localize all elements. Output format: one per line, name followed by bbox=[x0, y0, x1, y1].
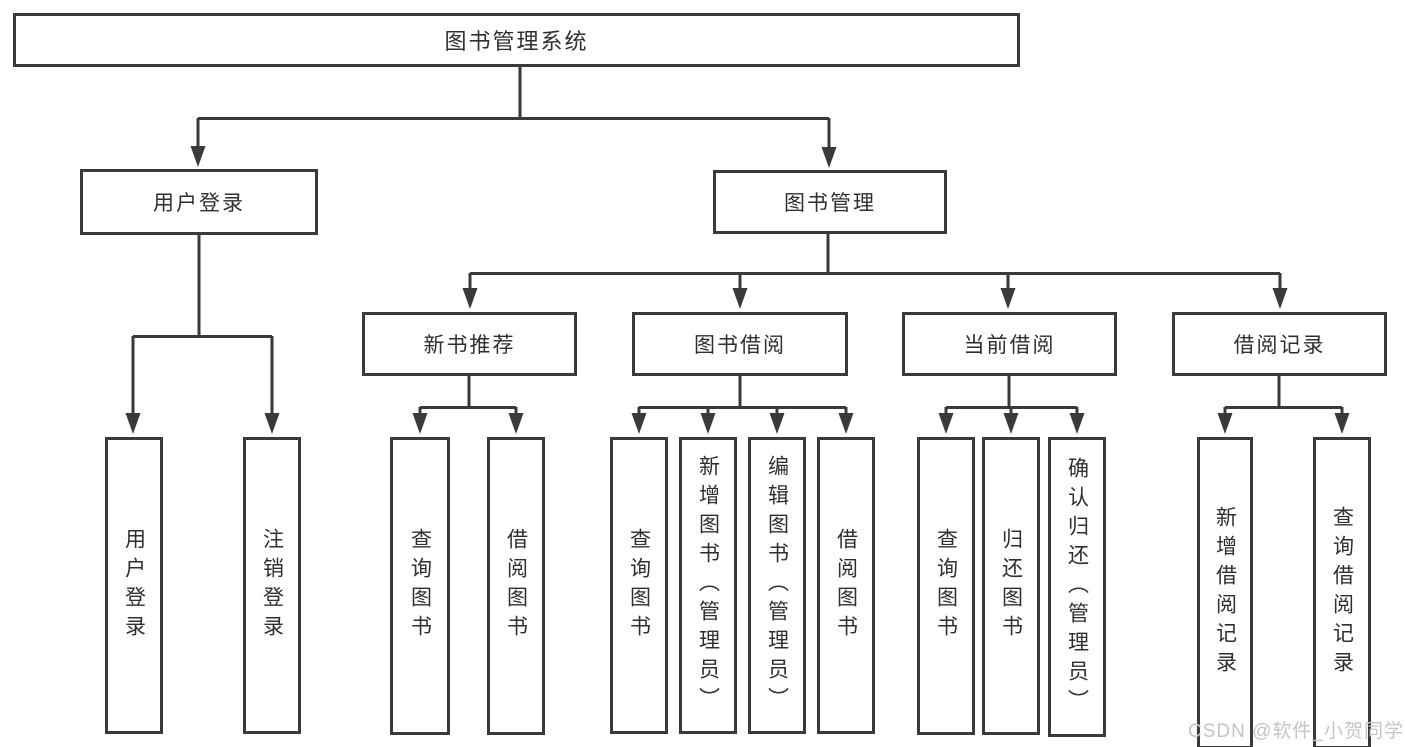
node-label: 用户登录 bbox=[153, 192, 245, 215]
node-label: 新书推荐 bbox=[423, 334, 516, 357]
leaf-logout-login: 注销登录 bbox=[243, 437, 301, 734]
node-label: 借阅记录 bbox=[1233, 334, 1326, 357]
connector-book-management-branch bbox=[462, 233, 1288, 309]
node-label: 归还图书 bbox=[999, 528, 1023, 644]
node-label: 注销登录 bbox=[260, 527, 284, 644]
leaf-nb-borrow-books: 借阅图书 bbox=[487, 437, 545, 735]
leaf-bb-query-books: 查询图书 bbox=[610, 437, 668, 734]
leaf-cb-query-books: 查询图书 bbox=[917, 437, 975, 735]
leaf-bb-add-books-admin: 新增图书（管理员） bbox=[679, 437, 737, 734]
node-label: 新增借阅记录 bbox=[1213, 506, 1237, 680]
node-label: 确认归还（管理员） bbox=[1065, 456, 1089, 718]
node-label: 当前借阅 bbox=[963, 334, 1056, 357]
watermark: CSDN @软件_小贺同学 bbox=[1188, 721, 1404, 742]
node-book-management: 图书管理 bbox=[713, 170, 947, 234]
leaf-cb-return-books: 归还图书 bbox=[982, 437, 1040, 735]
connector-root-to-level2 bbox=[190, 66, 837, 168]
node-label: 图书借阅 bbox=[694, 334, 786, 357]
connector-current-borrowing-branch bbox=[938, 376, 1085, 434]
node-label: 图书管理系统 bbox=[444, 29, 589, 54]
node-label: 用户登录 bbox=[122, 527, 146, 644]
leaf-bb-edit-books-admin: 编辑图书（管理员） bbox=[748, 437, 806, 734]
node-label: 查询图书 bbox=[934, 528, 958, 644]
node-label: 编辑图书（管理员） bbox=[765, 455, 789, 716]
node-label: 借阅图书 bbox=[834, 527, 858, 644]
connector-borrowing-records-branch bbox=[1217, 376, 1350, 434]
leaf-br-add-borrow-record: 新增借阅记录 bbox=[1197, 437, 1253, 747]
node-borrowing-records: 借阅记录 bbox=[1172, 312, 1387, 376]
leaf-user-login: 用户登录 bbox=[105, 437, 163, 734]
leaf-br-query-borrow-record: 查询借阅记录 bbox=[1313, 437, 1371, 747]
node-book-borrowing: 图书借阅 bbox=[632, 312, 848, 376]
node-label: 查询借阅记录 bbox=[1330, 506, 1354, 680]
node-user-login: 用户登录 bbox=[80, 169, 318, 235]
node-label: 查询图书 bbox=[627, 527, 651, 644]
node-label: 查询图书 bbox=[408, 528, 432, 644]
node-new-book-recommendation: 新书推荐 bbox=[362, 312, 577, 376]
node-label: 新增图书（管理员） bbox=[696, 455, 720, 716]
leaf-cb-confirm-return-admin: 确认归还（管理员） bbox=[1048, 437, 1106, 737]
node-label: 借阅图书 bbox=[504, 528, 528, 644]
connector-new-book-recommendation-branch bbox=[412, 376, 524, 434]
leaf-bb-borrow-books: 借阅图书 bbox=[817, 437, 875, 734]
leaf-nb-query-books: 查询图书 bbox=[390, 437, 450, 735]
connector-user-login-branch bbox=[125, 235, 280, 434]
connector-book-borrowing-branch bbox=[631, 376, 854, 434]
node-current-borrowing: 当前借阅 bbox=[902, 312, 1117, 376]
node-library-management-system: 图书管理系统 bbox=[13, 13, 1020, 67]
node-label: 图书管理 bbox=[784, 192, 876, 215]
